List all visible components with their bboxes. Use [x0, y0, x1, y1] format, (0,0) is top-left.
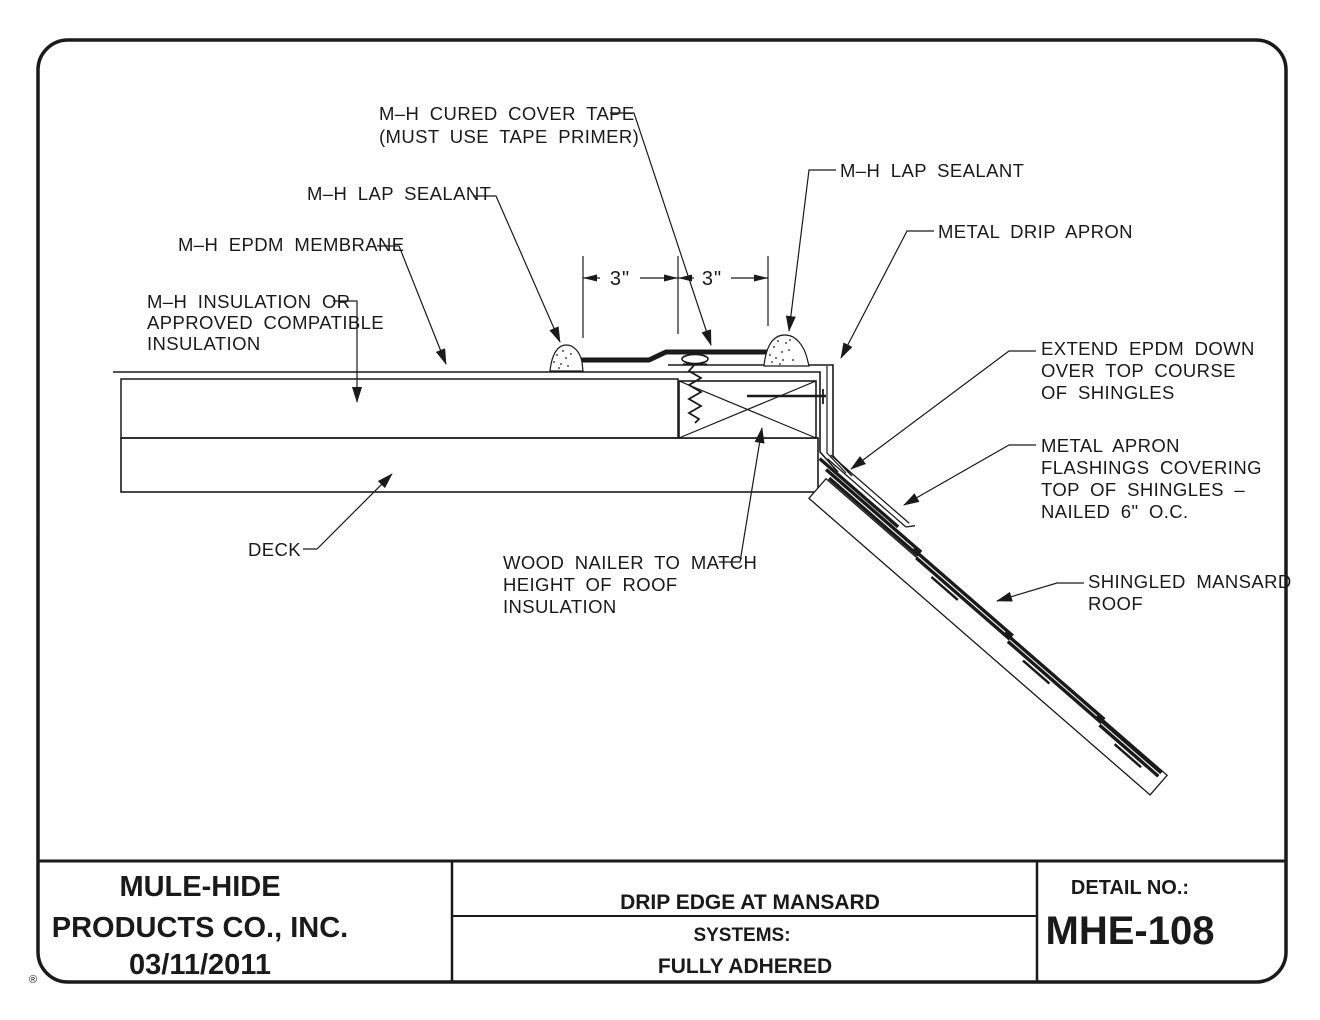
wood-nailer-shape	[678, 380, 817, 439]
apron-inner-line	[826, 366, 847, 474]
sheet-border	[36, 38, 1288, 984]
drawing-title: DRIP EDGE AT MANSARD	[620, 891, 880, 914]
leader-lap-sealant-left	[473, 195, 561, 343]
drawing-date: 03/11/2011	[129, 949, 271, 981]
shingle-courses	[824, 468, 1163, 778]
callout-shingled-mansard-line1: SHINGLED MANSARD	[1088, 571, 1292, 592]
callout-wood-nailer-line3: INSULATION	[503, 596, 617, 617]
registered-trademark-symbol: ®	[29, 974, 37, 986]
leader-shingled-mansard	[996, 582, 1084, 602]
title-block: MULE-HIDE PRODUCTS CO., INC. 03/11/2011 …	[38, 859, 1286, 981]
leader-deck	[303, 473, 393, 550]
callout-shingled-mansard-line2: ROOF	[1088, 593, 1143, 614]
systems-label: SYSTEMS:	[693, 925, 790, 946]
callout-apron-flashings-line3: TOP OF SHINGLES –	[1041, 479, 1245, 500]
callout-wood-nailer-line2: HEIGHT OF ROOF	[503, 574, 678, 595]
leader-lap-sealant-right	[785, 169, 836, 332]
callout-cover-tape-line2: (MUST USE TAPE PRIMER)	[379, 126, 639, 147]
leader-epdm-membrane	[377, 245, 447, 365]
leader-extend-epdm	[850, 350, 1036, 470]
sealant-stipple-dots	[553, 339, 794, 369]
deck-shape	[120, 437, 819, 493]
callout-extend-epdm-line2: OVER TOP COURSE	[1041, 360, 1236, 381]
company-name-line2: PRODUCTS CO., INC.	[52, 912, 348, 944]
callout-cover-tape: M–H CURED COVER TAPE (MUST USE TAPE PRIM…	[379, 103, 639, 147]
dimension-lines	[582, 256, 769, 338]
callout-metal-drip-apron: METAL DRIP APRON	[938, 221, 1133, 242]
leader-cover-tape	[610, 112, 712, 346]
callout-wood-nailer-line1: WOOD NAILER TO MATCH	[503, 552, 757, 573]
callout-epdm-membrane: M–H EPDM MEMBRANE	[178, 234, 405, 255]
callout-lap-sealant-left: M–H LAP SEALANT	[307, 183, 491, 204]
callout-lap-sealant-right: M–H LAP SEALANT	[840, 160, 1024, 181]
lap-sealant-right-mound	[763, 334, 810, 367]
dimension-right-value: 3"	[702, 268, 722, 290]
callout-apron-flashings-line2: FLASHINGS COVERING	[1041, 457, 1262, 478]
callout-extend-epdm-line3: OF SHINGLES	[1041, 382, 1175, 403]
callout-extend-epdm: EXTEND EPDM DOWN OVER TOP COURSE OF SHIN…	[1041, 338, 1255, 403]
callout-insulation-line1: M–H INSULATION OR	[147, 291, 351, 312]
dimension-left-value: 3"	[610, 268, 630, 290]
cover-tape-line	[569, 349, 768, 367]
callout-apron-flashings: METAL APRON FLASHINGS COVERING TOP OF SH…	[1041, 435, 1262, 522]
mansard-roof-group	[808, 454, 1169, 796]
callout-insulation-line2: APPROVED COMPATIBLE	[147, 312, 384, 333]
callout-wood-nailer: WOOD NAILER TO MATCH HEIGHT OF ROOF INSU…	[503, 552, 757, 617]
leader-metal-drip-apron	[840, 230, 934, 359]
callout-insulation-line3: INSULATION	[147, 333, 261, 354]
callout-cover-tape-line1: M–H CURED COVER TAPE	[379, 103, 635, 124]
detail-no-value: MHE-108	[1046, 909, 1215, 953]
callout-extend-epdm-line1: EXTEND EPDM DOWN	[1041, 338, 1255, 359]
insulation-hatch	[120, 378, 679, 439]
leader-insulation	[333, 300, 362, 403]
epdm-over-shingles-line	[818, 457, 900, 529]
detail-no-label: DETAIL NO.:	[1071, 877, 1189, 899]
callout-apron-flashings-line1: METAL APRON	[1041, 435, 1180, 456]
apron-flashing-piece	[827, 454, 916, 528]
callout-apron-flashings-line4: NAILED 6" O.C.	[1041, 501, 1189, 522]
roof-board-outline	[808, 477, 1169, 796]
callout-deck: DECK	[248, 539, 301, 560]
company-name-line1: MULE-HIDE	[119, 871, 280, 903]
screw-fastener	[681, 353, 709, 424]
epdm-membrane-line	[113, 371, 839, 473]
callout-shingled-mansard: SHINGLED MANSARD ROOF	[1088, 571, 1292, 614]
leader-wood-nailer	[719, 427, 765, 563]
callout-insulation: M–H INSULATION OR APPROVED COMPATIBLE IN…	[147, 291, 384, 354]
system-type: FULLY ADHERED	[658, 955, 832, 978]
leader-apron-flashings	[903, 444, 1036, 506]
